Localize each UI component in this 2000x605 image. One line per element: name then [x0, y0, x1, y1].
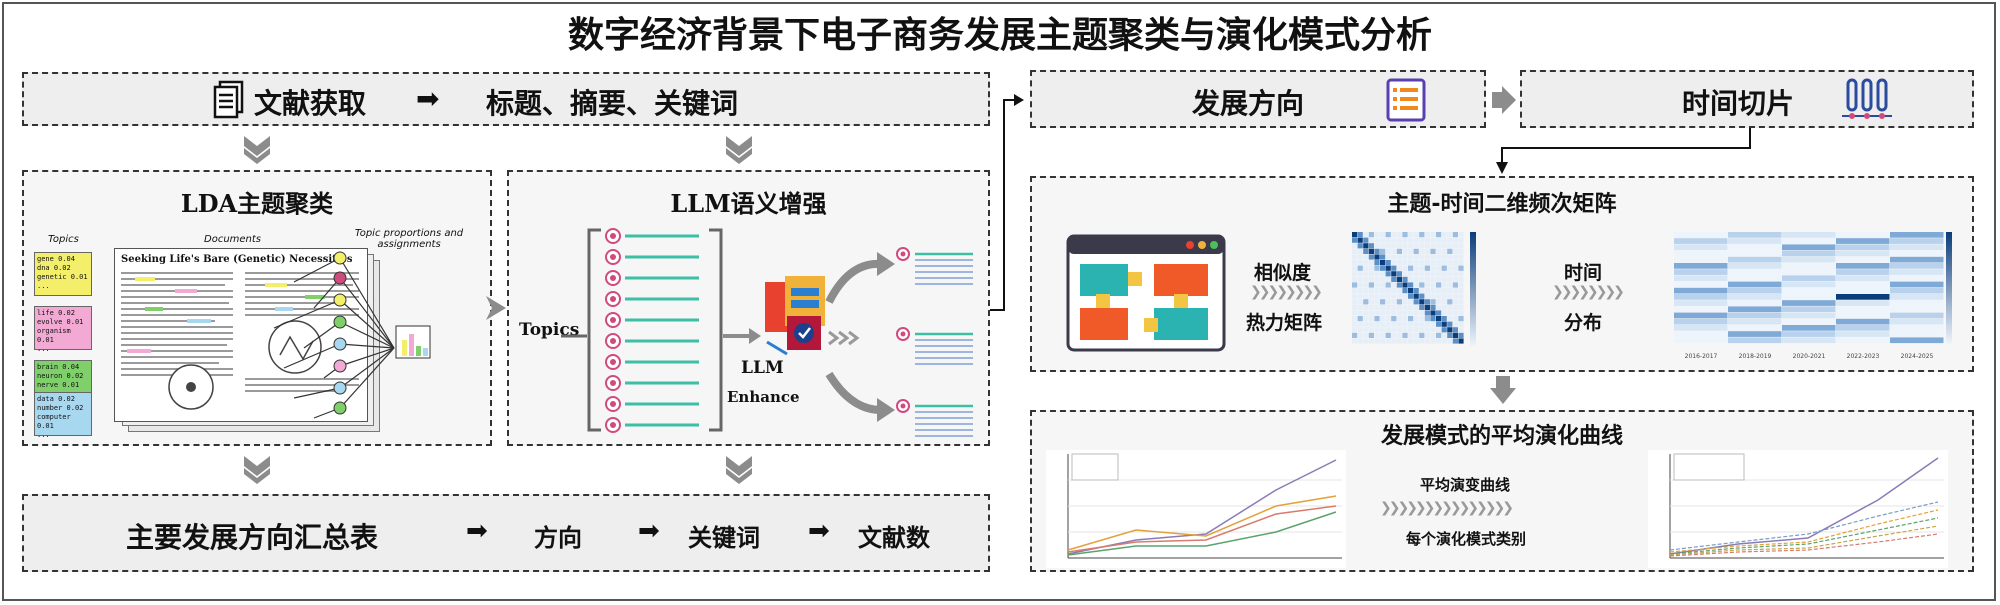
right-chevron-icon [486, 296, 506, 320]
pattern-category-label: 每个演化模式类别 [1406, 530, 1527, 548]
llm-label: LLM [741, 358, 784, 378]
summary-table-bar: 主要发展方向汇总表 ➡ 方向 ➡ 关键词 ➡ 文献数 [22, 494, 990, 572]
chevron-row-icon: ❯❯❯❯❯❯❯❯ [1552, 284, 1625, 300]
time-label-line2: 分布 [1564, 312, 1603, 334]
doc-count-column-label: 文献数 [858, 524, 930, 552]
similarity-heatmap [1352, 232, 1476, 346]
keyword-column-label: 关键词 [688, 524, 760, 552]
heatmap-col-label: 2024-2025 [1901, 353, 1934, 360]
enhance-label: Enhance [727, 388, 800, 406]
document-title: Seeking Life's Bare (Genetic) Necessitie… [121, 254, 353, 265]
lda-panel: LDA主题聚类 Topics Documents Topic proportio… [22, 170, 492, 446]
topic-proportion-graph [273, 251, 431, 419]
curve-panel: 发展模式的平均演化曲线 平均演变曲线 ❯❯❯❯❯❯❯❯❯❯❯❯❯❯❯ 每个演化模… [1030, 410, 1974, 572]
summary-table-label: 主要发展方向汇总表 [126, 521, 379, 554]
down-chevron-icon [244, 456, 270, 484]
arrow-glyph: ➡ [416, 82, 440, 115]
arrow-glyph: ➡ [466, 516, 488, 546]
documents-col-header: Documents [204, 234, 262, 245]
document-page: Seeking Life's Bare (Genetic) Necessitie… [114, 248, 368, 422]
matrix-panel: 主题-时间二维频次矩阵 相似度 ❯❯❯❯❯❯❯❯ 热力矩阵 时间 ❯❯❯❯❯❯❯… [1030, 176, 1974, 372]
topics-col-header: Topics [48, 234, 79, 245]
similarity-label-line1: 相似度 [1254, 262, 1312, 284]
time-label-line1: 时间 [1564, 262, 1603, 284]
similarity-label-line2: 热力矩阵 [1246, 312, 1323, 334]
browser-puzzle-icon [1066, 234, 1226, 352]
arrow-glyph: ➡ [808, 516, 830, 546]
document-icon [213, 80, 244, 119]
average-evolution-chart [1046, 450, 1346, 568]
llm-panel: LLM语义增强 Topics LLM Enhance [507, 170, 990, 446]
down-chevron-icon [726, 136, 752, 164]
timeline-icon [1842, 78, 1892, 119]
topic-list-graphic [561, 228, 973, 437]
arrow-glyph: ➡ [638, 516, 660, 546]
direction-box: 发展方向 [1030, 70, 1486, 128]
page-title: 数字经济背景下电子商务发展主题聚类与演化模式分析 [567, 15, 1432, 56]
literature-acquisition-bar: 文献获取 ➡ 标题、摘要、关键词 [22, 72, 990, 126]
time-distribution-heatmap: 2016-2017 2018-2019 2020-2021 2022-2023 2024… [1674, 232, 1952, 360]
pattern-category-chart [1648, 450, 1948, 568]
heatmap-col-label: 2020-2021 [1793, 353, 1826, 360]
connector-arrow [1496, 128, 1751, 174]
heatmap-col-label: 2018-2019 [1739, 353, 1772, 360]
lda-title: LDA主题聚类 [180, 189, 334, 218]
heatmap-col-label: 2022-2023 [1847, 353, 1880, 360]
list-icon [1386, 78, 1426, 122]
chevron-row-icon: ❯❯❯❯❯❯❯❯❯❯❯❯❯❯❯ [1380, 500, 1514, 516]
curve-title: 发展模式的平均演化曲线 [1380, 424, 1623, 449]
proportions-col-header: Topic proportions and assignments [354, 228, 464, 250]
direction-column-label: 方向 [534, 524, 582, 552]
chevron-row-icon: ❯❯❯❯❯❯❯❯ [1250, 284, 1323, 300]
down-chevron-icon [1490, 376, 1516, 404]
acquisition-label: 文献获取 [254, 87, 367, 120]
llm-title: LLM语义增强 [670, 189, 827, 218]
direction-label: 发展方向 [1192, 87, 1305, 120]
average-curve-label: 平均演变曲线 [1420, 476, 1511, 494]
fields-label: 标题、摘要、关键词 [486, 87, 739, 120]
right-chevron-icon [1492, 86, 1516, 114]
matrix-title: 主题-时间二维频次矩阵 [1387, 192, 1617, 217]
time-slice-label: 时间切片 [1682, 87, 1795, 120]
down-chevron-icon [726, 456, 752, 484]
time-slice-box: 时间切片 [1520, 70, 1974, 128]
down-chevron-icon [244, 136, 270, 164]
heatmap-col-label: 2016-2017 [1685, 353, 1718, 360]
connector-arrow [990, 94, 1024, 311]
document-text-lines [121, 272, 359, 410]
